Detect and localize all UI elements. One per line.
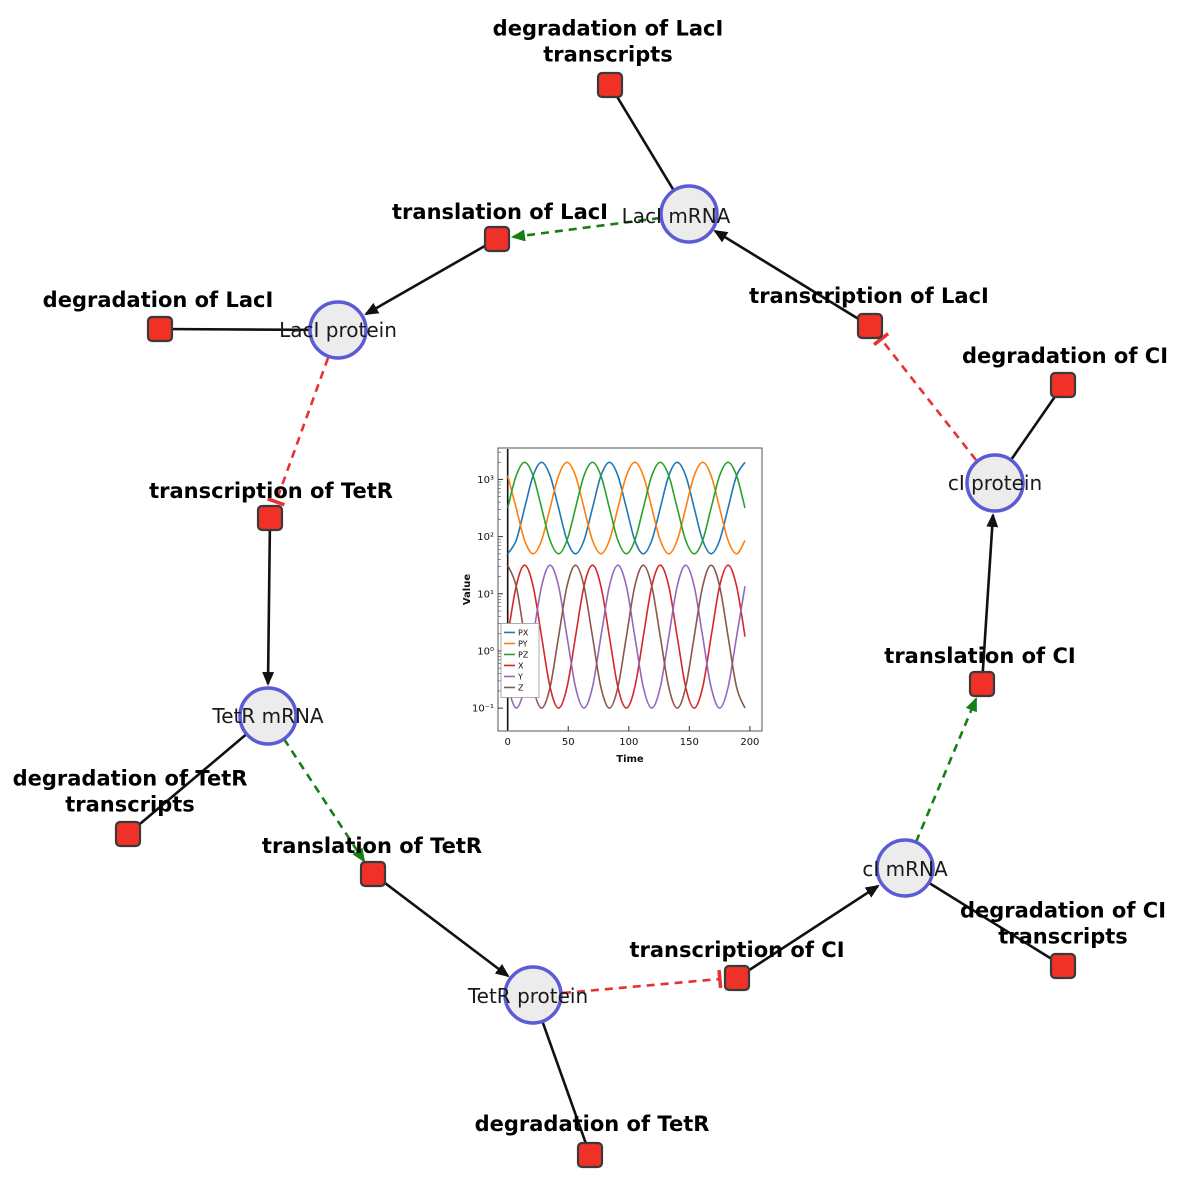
edge-transcription-of-ci-to-ci-mrna <box>736 884 880 980</box>
label-degradation-of-ci-transcripts: degradation of CI transcripts <box>959 898 1167 948</box>
reaction-node-degradation-of-laci-transcripts <box>596 71 624 99</box>
series-line-X <box>506 564 746 709</box>
label-tetr-mrna: TetR mRNA <box>212 703 324 728</box>
reaction-node-degradation-of-laci <box>146 315 174 343</box>
label-tetr-protein: TetR protein <box>467 983 589 1008</box>
series-line-Z <box>506 564 746 709</box>
edge-translation-of-ci-to-ci-protein <box>980 513 999 685</box>
edge-ci-mrna-to-degradation-of-ci-transcripts <box>904 866 1064 968</box>
reaction-node-translation-of-ci <box>968 670 996 698</box>
series-line-Y <box>506 564 746 709</box>
reaction-node-translation-of-tetr <box>359 860 387 888</box>
label-ci-mrna: cI mRNA <box>862 856 948 881</box>
chart-legend <box>500 623 540 698</box>
species-node-tetr-protein <box>503 965 563 1025</box>
reaction-node-degradation-of-tetr <box>576 1141 604 1169</box>
x-tick-label: 100 <box>619 737 638 748</box>
reaction-node-transcription-of-tetr <box>256 504 284 532</box>
species-node-laci-mrna <box>659 184 719 244</box>
species-node-ci-mrna <box>875 838 935 898</box>
legend-label-Y: Y <box>517 672 523 681</box>
label-transcription-of-laci: transcription of LacI <box>749 284 989 309</box>
reaction-node-degradation-of-tetr-transcripts <box>114 820 142 848</box>
x-tick-label: 0 <box>505 737 511 748</box>
edge-ci-mrna-to-translation-of-ci <box>914 697 978 843</box>
reaction-node-translation-of-laci <box>483 225 511 253</box>
edge-translation-of-tetr-to-tetr-protein <box>372 872 510 978</box>
edge-laci-mrna-to-translation-of-laci <box>511 216 661 242</box>
label-degradation-of-laci-transcripts: degradation of LacI transcripts <box>492 16 724 66</box>
x-axis-label: Time <box>616 754 644 765</box>
y-tick-label: 10² <box>477 532 494 543</box>
chart-frame <box>497 447 763 732</box>
series-line-PX <box>507 461 746 555</box>
species-node-ci-protein <box>965 453 1025 513</box>
reaction-node-transcription-of-ci <box>723 964 751 992</box>
activation-edges <box>282 216 978 863</box>
label-degradation-of-ci: degradation of CI <box>961 344 1169 369</box>
y-tick-label: 10⁰ <box>477 646 494 657</box>
x-tick-label: 200 <box>740 737 759 748</box>
edge-tetr-mrna-to-degradation-of-tetr-transcripts <box>127 715 269 835</box>
y-tick-label: 10¹ <box>477 589 494 600</box>
legend-label-Z: Z <box>518 683 524 692</box>
edge-laci-protein-inhibits-transcription-of-tetr <box>266 357 330 507</box>
inhibition-edges <box>266 332 978 995</box>
edge-transcription-of-laci-to-laci-mrna <box>713 229 871 328</box>
legend-label-X: X <box>518 661 524 670</box>
species-node-tetr-mrna <box>238 686 298 746</box>
label-translation-of-laci: translation of LacI <box>392 200 608 225</box>
y-axis-label: Value <box>462 574 473 605</box>
label-degradation-of-laci: degradation of LacI <box>42 288 274 313</box>
label-degradation-of-tetr-transcripts: degradation of TetR transcripts <box>12 766 248 816</box>
legend-label-PX: PX <box>518 628 529 637</box>
label-translation-of-ci: translation of CI <box>884 644 1076 669</box>
label-laci-protein: LacI protein <box>279 317 397 342</box>
label-translation-of-tetr: translation of TetR <box>261 834 483 859</box>
series-line-PY <box>506 461 746 555</box>
reaction-node-degradation-of-ci-transcripts <box>1049 952 1077 980</box>
label-degradation-of-tetr: degradation of TetR <box>474 1112 710 1137</box>
x-tick-label: 150 <box>680 737 699 748</box>
series-line-PZ <box>506 461 746 555</box>
y-tick-label: 10³ <box>477 475 494 486</box>
production-edges <box>262 229 999 980</box>
reaction-node-degradation-of-ci <box>1049 371 1077 399</box>
label-ci-protein: cI protein <box>947 470 1043 495</box>
y-tick-label: 10⁻¹ <box>472 704 494 715</box>
edge-transcription-of-tetr-to-tetr-mrna <box>262 517 275 686</box>
label-transcription-of-ci: transcription of CI <box>629 938 845 963</box>
reaction-nodes <box>114 71 1077 1169</box>
species-node-laci-protein <box>308 300 368 360</box>
label-transcription-of-tetr: transcription of TetR <box>149 479 393 504</box>
x-tick-label: 50 <box>562 737 575 748</box>
edge-ci-protein-inhibits-transcription-of-laci <box>872 332 978 461</box>
edge-tetr-protein-inhibits-transcription-of-ci <box>562 969 723 995</box>
edge-tetr-mrna-to-translation-of-tetr <box>282 738 366 863</box>
legend-label-PZ: PZ <box>518 650 529 659</box>
label-laci-mrna: LacI mRNA <box>621 203 731 228</box>
chart-series-group <box>506 449 746 730</box>
reaction-node-transcription-of-laci <box>856 312 884 340</box>
species-nodes <box>238 184 1025 1025</box>
legend-label-PY: PY <box>518 639 528 648</box>
edge-translation-of-laci-to-laci-protein <box>364 237 498 316</box>
